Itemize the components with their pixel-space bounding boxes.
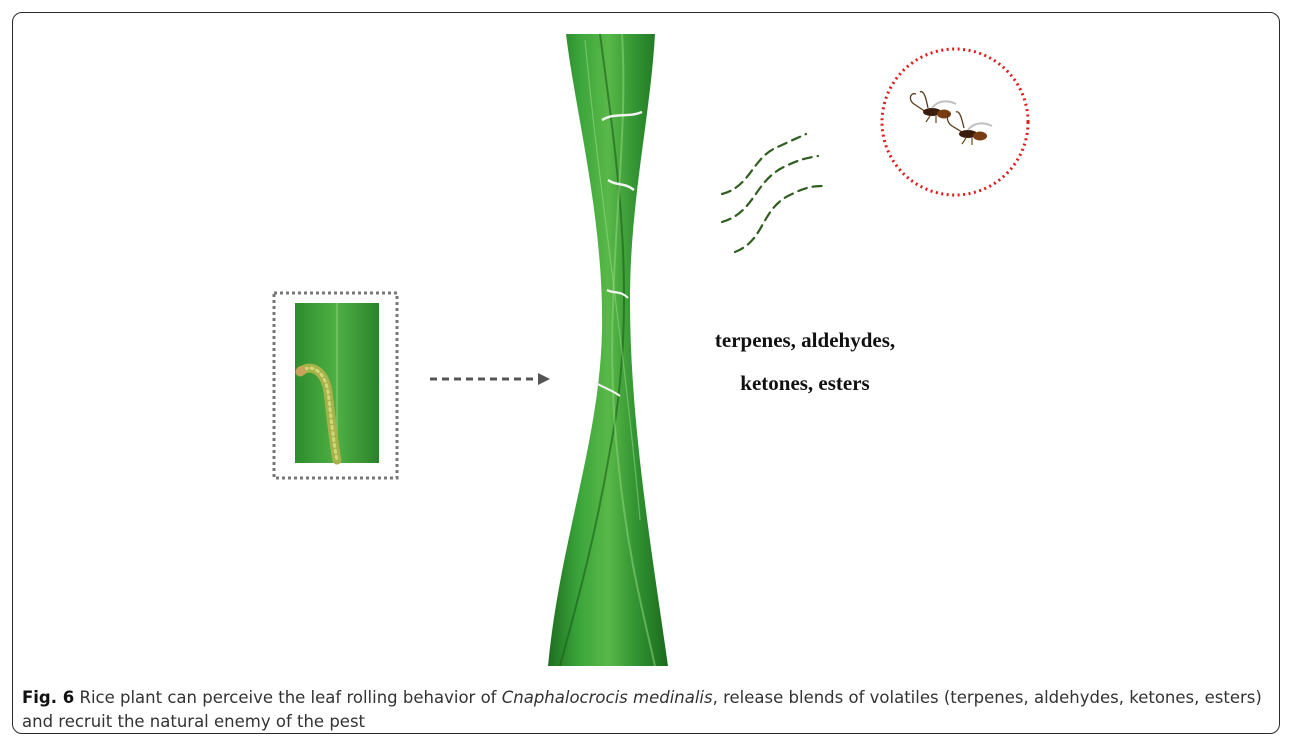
volatile-waves [722, 134, 822, 252]
rice-leaf [548, 34, 668, 666]
arrow [430, 373, 550, 385]
caterpillar-inset [274, 293, 397, 478]
wasp-icon [910, 92, 956, 123]
wasp-icon [947, 112, 992, 145]
figure-label: Fig. 6 [22, 688, 74, 707]
volatiles-line-1: terpenes, aldehydes, [660, 330, 950, 351]
caption-species: Cnaphalocrocis medinalis [502, 688, 713, 707]
volatiles-line-2: ketones, esters [660, 373, 950, 394]
natural-enemy-circle [882, 49, 1028, 195]
caption-text-before: Rice plant can perceive the leaf rolling… [74, 688, 502, 707]
figure-caption: Fig. 6 Rice plant can perceive the leaf … [22, 686, 1267, 734]
